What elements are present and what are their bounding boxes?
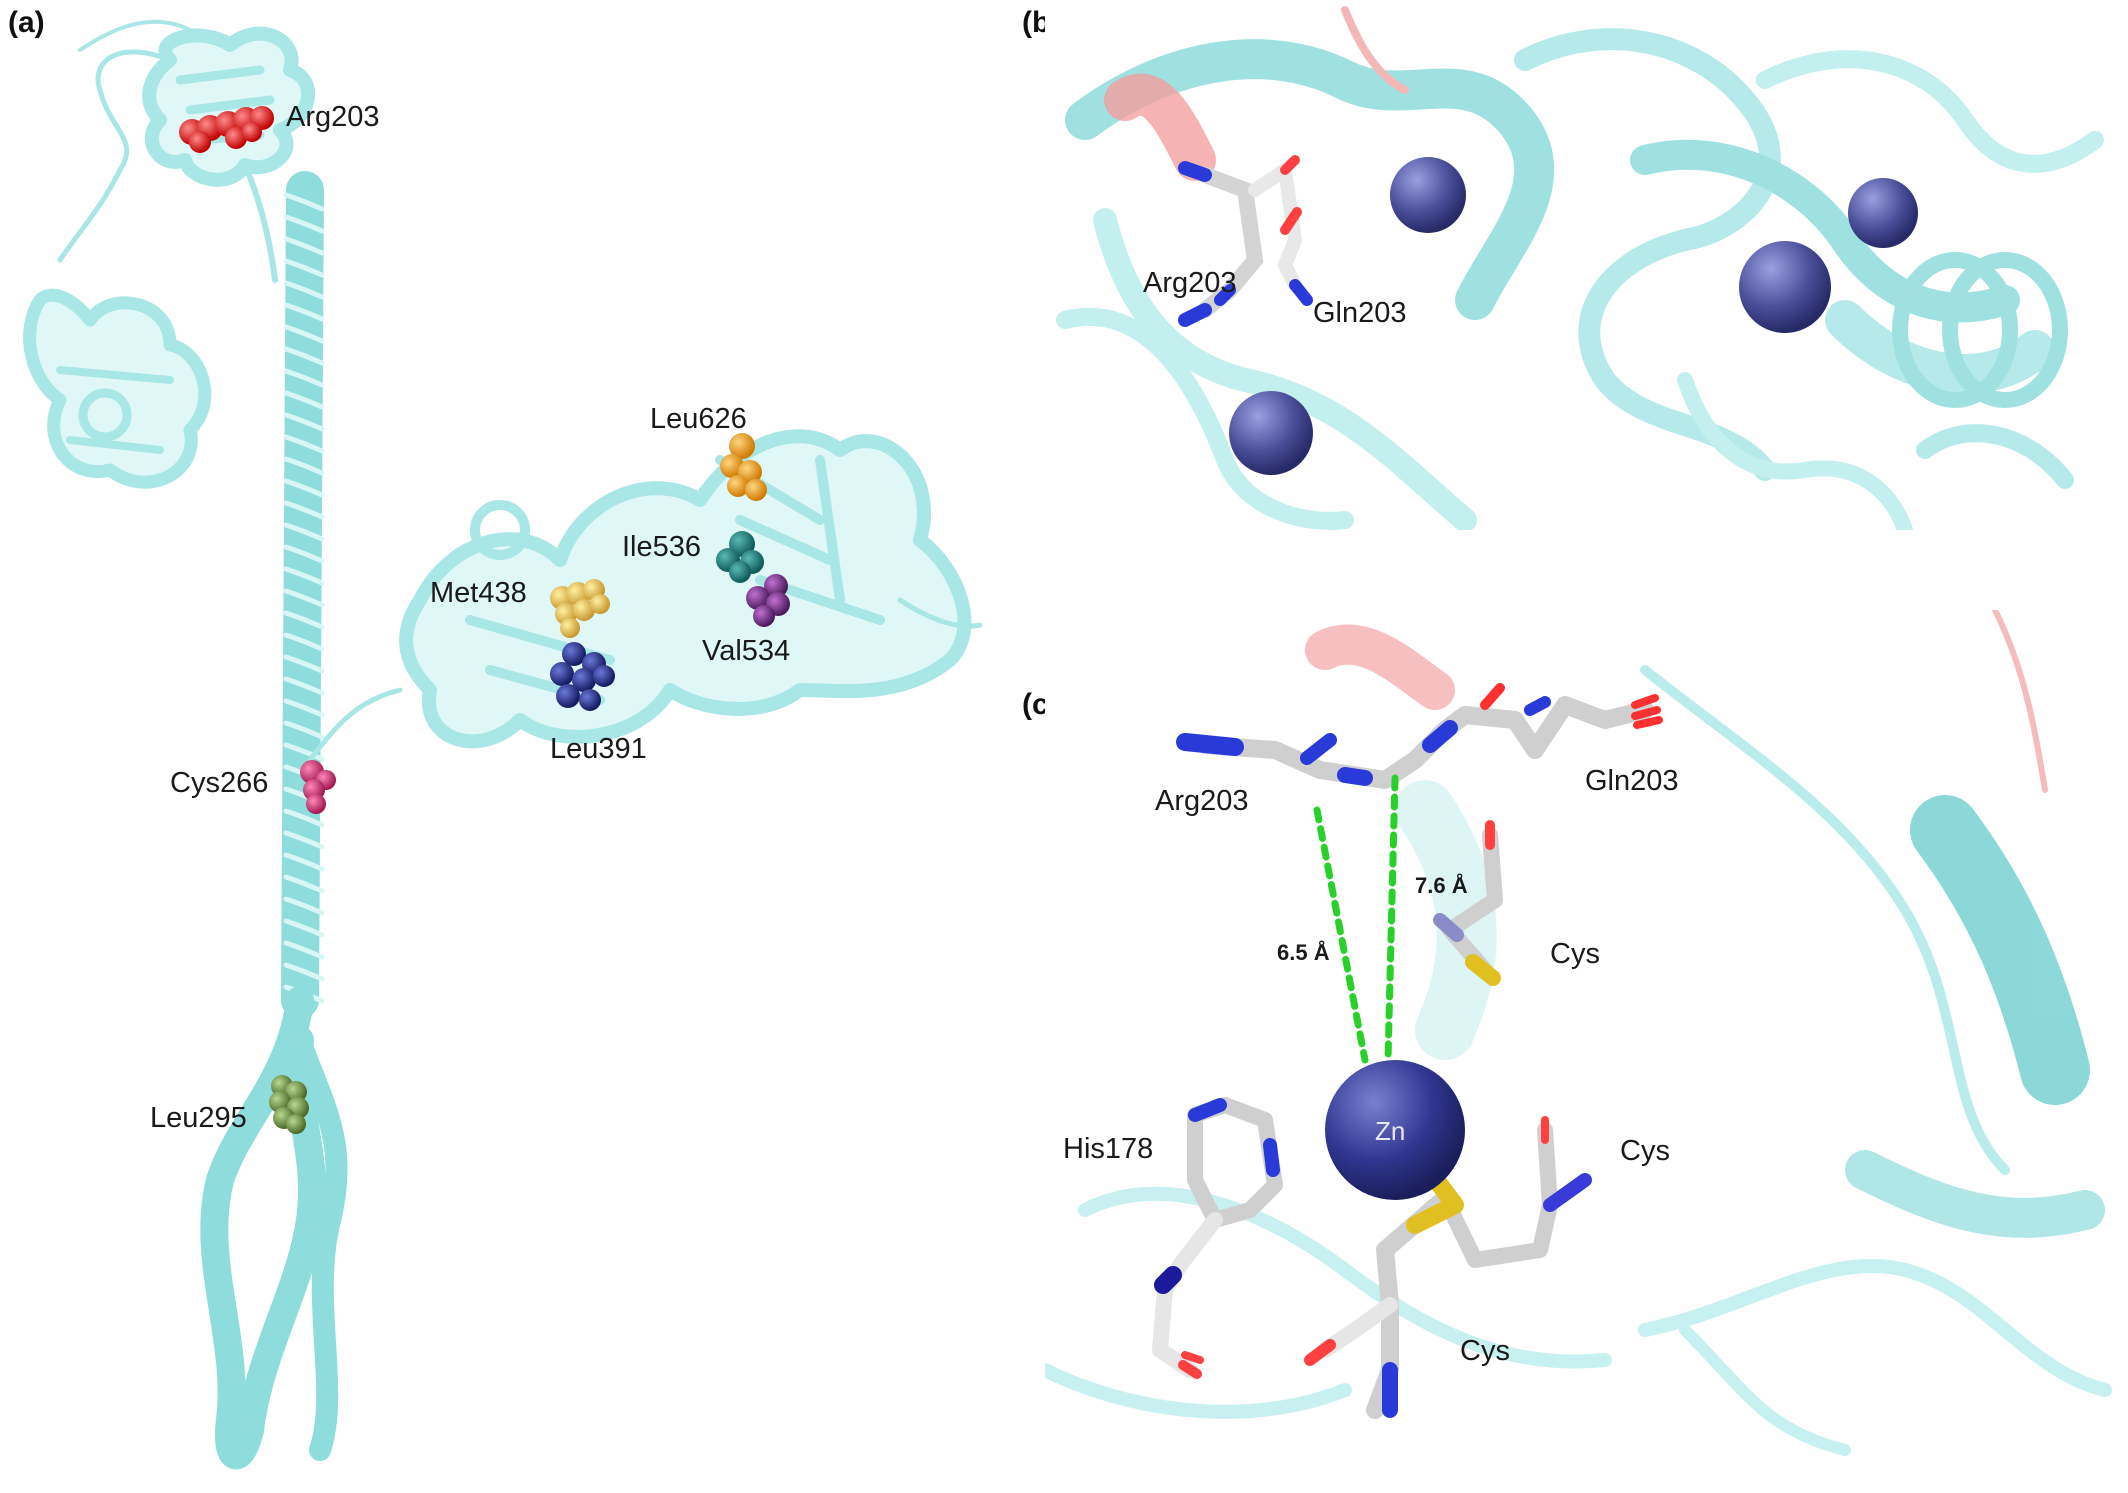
leu391-spheres <box>550 642 615 711</box>
label-leu391: Leu391 <box>550 733 647 765</box>
label-val534: Val534 <box>702 635 790 667</box>
label-distance-6-5: 6.5 Å <box>1277 939 1330 965</box>
zinc-sphere-b-3 <box>1739 241 1831 333</box>
zinc-sphere-b-2 <box>1229 391 1313 475</box>
label-arg203-a: Arg203 <box>286 101 380 133</box>
label-cys-2: Cys <box>1620 1135 1670 1167</box>
ile536-spheres <box>716 531 764 583</box>
label-his178: His178 <box>1063 1133 1153 1165</box>
label-zn: Zn <box>1375 1116 1405 1146</box>
arg203-spheres <box>179 106 274 153</box>
cys-1-sticks <box>1433 820 1503 986</box>
cys-2-sticks <box>1437 1116 1592 1268</box>
zinc-sphere-b-1 <box>1390 157 1466 233</box>
cys266-spheres <box>300 760 336 814</box>
label-gln203-c: Gln203 <box>1585 765 1679 797</box>
zinc-sphere-b-4 <box>1848 178 1918 248</box>
leu626-spheres <box>720 433 767 501</box>
label-leu626: Leu626 <box>650 403 747 435</box>
arg203-gln203-sticks-c <box>1176 683 1663 789</box>
panel-b-structure: Arg203 Gln203 <box>1045 0 2120 530</box>
arg203-gln203-sticks-b <box>1178 155 1313 327</box>
panel-a-structure: Arg203 Leu626 Ile536 Met438 Val534 Leu39… <box>23 19 983 1470</box>
label-leu295: Leu295 <box>150 1102 247 1134</box>
label-arg203-c: Arg203 <box>1155 785 1249 817</box>
label-distance-7-6: 7.6 Å <box>1415 872 1468 898</box>
label-ile536: Ile536 <box>622 531 701 563</box>
label-gln203-b: Gln203 <box>1313 297 1407 329</box>
panel-c-structure: Zn Arg203 Gln203 7.6 Å 6.5 Å Cys Cys His… <box>1045 610 2120 1460</box>
label-cys-3: Cys <box>1460 1335 1510 1367</box>
cys-3-sticks <box>1304 1176 1464 1419</box>
protein-ribbon <box>23 19 983 1470</box>
ribbon-c <box>1045 610 2112 1456</box>
zinc-sphere-c <box>1325 1060 1465 1200</box>
label-met438: Met438 <box>430 577 527 609</box>
label-arg203-b: Arg203 <box>1143 267 1237 299</box>
leu295-spheres <box>269 1075 309 1134</box>
ribbon-b <box>1056 6 2104 530</box>
label-cys-1: Cys <box>1550 938 1600 970</box>
panel-a-letter: (a) <box>8 6 45 39</box>
val534-spheres <box>746 574 790 627</box>
label-cys266: Cys266 <box>170 767 268 799</box>
distance-lines <box>1313 774 1399 1064</box>
his178-sticks <box>1152 1097 1283 1379</box>
met438-spheres <box>550 579 610 638</box>
